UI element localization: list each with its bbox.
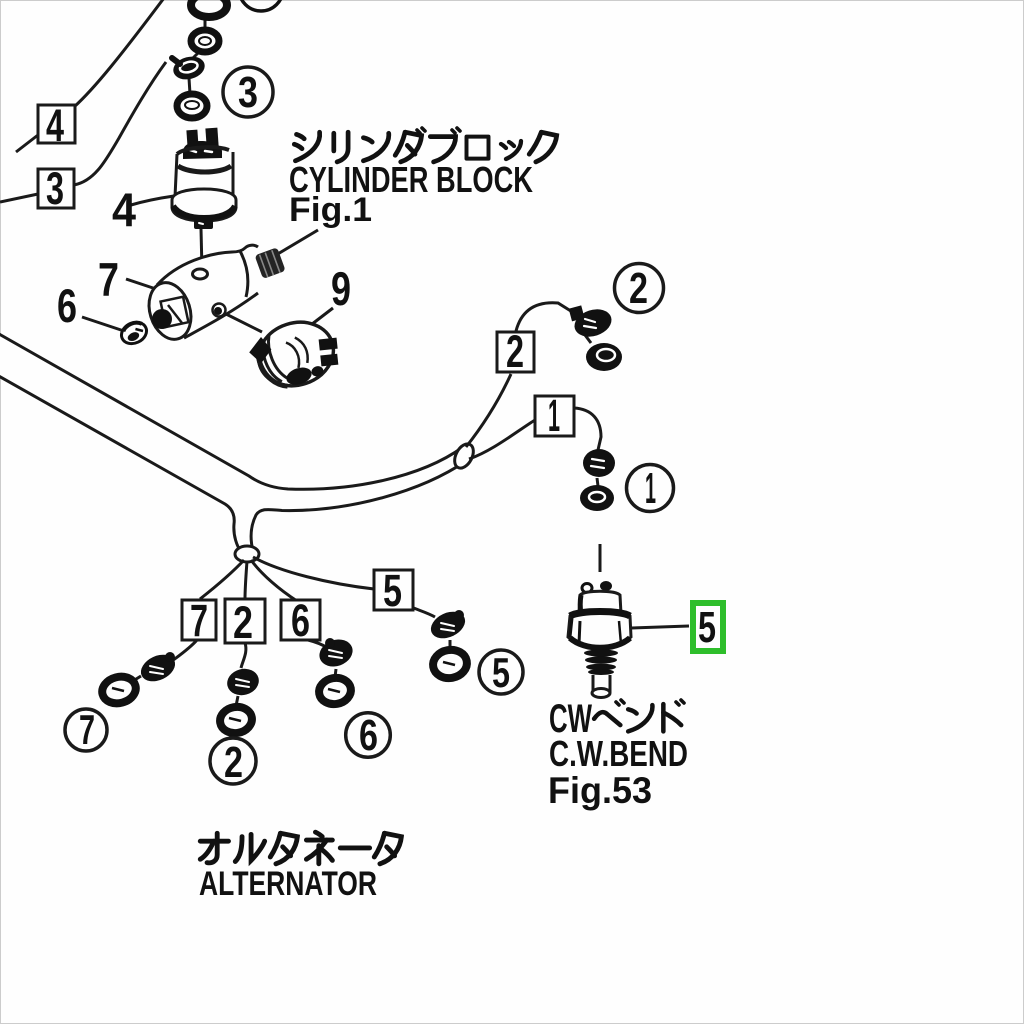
svg-text:5: 5 <box>383 565 402 616</box>
svg-text:5: 5 <box>492 649 510 696</box>
svg-text:1: 1 <box>645 464 656 513</box>
svg-text:ALTERNATOR: ALTERNATOR <box>199 865 377 903</box>
svg-text:7: 7 <box>190 595 208 646</box>
svg-text:6: 6 <box>291 595 310 646</box>
svg-text:4: 4 <box>46 100 64 151</box>
svg-text:6: 6 <box>359 711 378 760</box>
svg-text:2: 2 <box>224 738 243 787</box>
svg-text:4: 4 <box>112 183 136 236</box>
svg-text:2: 2 <box>629 264 648 313</box>
svg-text:2: 2 <box>233 597 253 648</box>
svg-text:C.W.BEND: C.W.BEND <box>549 733 688 774</box>
svg-text:1: 1 <box>548 390 560 441</box>
svg-text:7: 7 <box>98 253 119 306</box>
svg-text:CYLINDER BLOCK: CYLINDER BLOCK <box>289 159 533 200</box>
svg-text:5: 5 <box>698 603 716 652</box>
svg-text:9: 9 <box>331 262 351 315</box>
svg-text:Fig.1: Fig.1 <box>289 191 372 229</box>
svg-text:CW: CW <box>549 697 592 741</box>
svg-text:6: 6 <box>57 279 77 332</box>
svg-text:3: 3 <box>238 68 258 117</box>
svg-text:3: 3 <box>46 163 64 214</box>
svg-text:7: 7 <box>79 706 95 753</box>
svg-text:Fig.53: Fig.53 <box>548 770 652 811</box>
svg-text:2: 2 <box>506 326 524 377</box>
